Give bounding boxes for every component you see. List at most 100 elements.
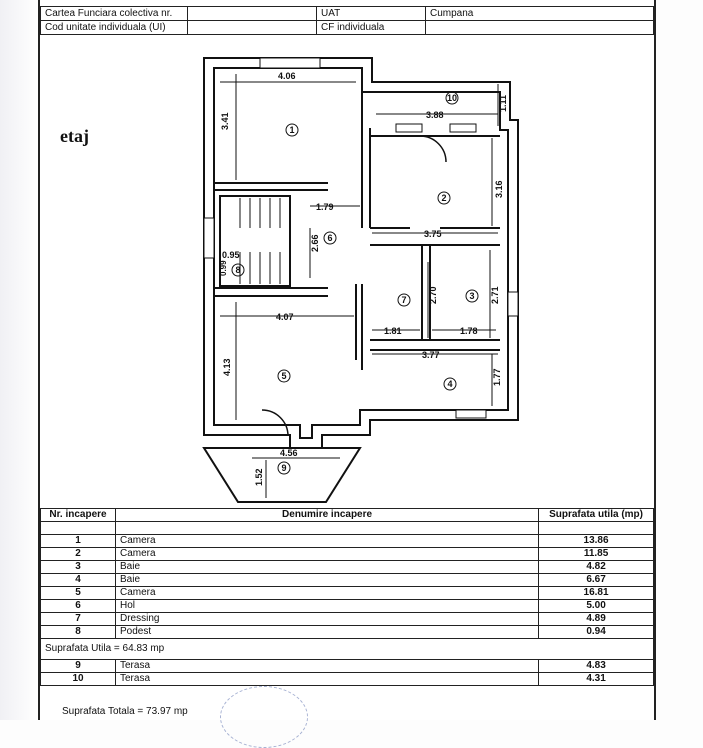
wall-bath4 <box>370 244 500 351</box>
room-number: 10 <box>40 672 116 686</box>
room-area: 11.85 <box>538 547 654 561</box>
room-area: 16.81 <box>538 586 654 600</box>
room-marker-1: 1 <box>285 123 299 137</box>
dim-label: 2.66 <box>310 234 320 252</box>
room-number: 6 <box>40 599 116 613</box>
cf-colectiva-value <box>187 6 317 21</box>
uat-value: Cumpana <box>425 6 654 21</box>
window-bath4 <box>455 409 487 419</box>
dim-label: 1.77 <box>492 368 502 386</box>
room-marker-3: 3 <box>465 289 479 303</box>
utila-total: Suprafata Utila = 64.83 mp <box>40 638 654 660</box>
room-marker-6: 6 <box>323 231 337 245</box>
room-area: 0.94 <box>538 625 654 639</box>
dim-label: 4.07 <box>276 312 294 322</box>
wall-hall-right <box>361 92 371 228</box>
svg-text:1: 1 <box>289 125 294 135</box>
room-area: 4.31 <box>538 672 654 686</box>
wall-room2 <box>370 135 500 229</box>
door-room5 <box>261 409 289 437</box>
utila-total-row: Suprafata Utila = 64.83 mp <box>40 638 654 660</box>
room-name: Terasa <box>114 659 540 673</box>
dim-label: 2.70 <box>428 286 438 304</box>
room-number: 3 <box>40 560 116 574</box>
dim-label: 1.11 <box>498 95 508 112</box>
svg-text:9: 9 <box>281 463 286 473</box>
uat-label: UAT <box>316 6 426 21</box>
room-name: Camera <box>114 547 540 561</box>
room-marker-4: 4 <box>443 377 457 391</box>
dim-label: 3.16 <box>494 180 504 198</box>
room-area: 13.86 <box>538 534 654 548</box>
room-marker-10: 10 <box>445 91 459 105</box>
room-area: 4.89 <box>538 612 654 626</box>
inner-wall-outline <box>213 67 509 439</box>
room-name: Hol <box>114 599 540 613</box>
room-number: 5 <box>40 586 116 600</box>
dim-label: 1.81 <box>384 326 402 336</box>
wall-room5-top <box>214 287 328 297</box>
svg-text:7: 7 <box>401 295 406 305</box>
svg-text:2: 2 <box>441 193 446 203</box>
svg-text:4: 4 <box>447 379 452 389</box>
dim-label: 1.78 <box>460 326 478 336</box>
svg-text:6: 6 <box>327 233 332 243</box>
header-table: Cartea Funciara colectiva nr. UAT Cumpan… <box>40 6 654 35</box>
dim-label: 0.99 <box>219 260 228 276</box>
terrace-9-outline <box>202 447 362 503</box>
col-nr-header: Nr. incapere <box>40 508 116 522</box>
room-name: Baie <box>114 560 540 574</box>
window-bath3 <box>507 291 519 317</box>
wall-room1-bottom <box>214 182 328 191</box>
svg-text:5: 5 <box>281 371 286 381</box>
room-marker-5: 5 <box>277 369 291 383</box>
door-room2 <box>419 135 447 163</box>
window-room1 <box>259 57 321 69</box>
room-number: 7 <box>40 612 116 626</box>
room-area: 5.00 <box>538 599 654 613</box>
room-name: Camera <box>114 534 540 548</box>
cod-ui-label: Cod unitate individuala (UI) <box>40 20 188 35</box>
room-name: Dressing <box>114 612 540 626</box>
col-name-header: Denumire incapere <box>114 508 540 522</box>
room-name: Podest <box>114 625 540 639</box>
dim-label: 3.88 <box>426 110 444 120</box>
wall-room7-3 <box>421 245 431 340</box>
page-shadow <box>0 0 38 720</box>
room-number: 2 <box>40 547 116 561</box>
window-room2b <box>449 123 477 133</box>
dim-label: 3.75 <box>424 229 442 239</box>
room-marker-7: 7 <box>397 293 411 307</box>
room-area: 4.83 <box>538 659 654 673</box>
room-name: Camera <box>114 586 540 600</box>
dim-label: 4.13 <box>222 358 232 376</box>
room-number: 4 <box>40 573 116 587</box>
dim-label: 3.77 <box>422 350 440 360</box>
cf-individuala-value <box>425 20 654 35</box>
room-marker-2: 2 <box>437 191 451 205</box>
window-stair <box>203 217 215 259</box>
dim-label: 4.56 <box>280 448 298 458</box>
room-area: 4.82 <box>538 560 654 574</box>
stamp-mark <box>220 686 308 748</box>
room-area: 6.67 <box>538 573 654 587</box>
cf-individuala-label: CF individuala <box>316 20 426 35</box>
dim-label: 3.41 <box>220 112 230 130</box>
svg-text:3: 3 <box>469 291 474 301</box>
room-marker-9: 9 <box>277 461 291 475</box>
document-sheet: Cartea Funciara colectiva nr. UAT Cumpan… <box>38 0 656 748</box>
room-marker-8: 8 <box>231 263 245 277</box>
table-spacer-row <box>40 521 654 535</box>
room-name: Baie <box>114 573 540 587</box>
room-number: 8 <box>40 625 116 639</box>
